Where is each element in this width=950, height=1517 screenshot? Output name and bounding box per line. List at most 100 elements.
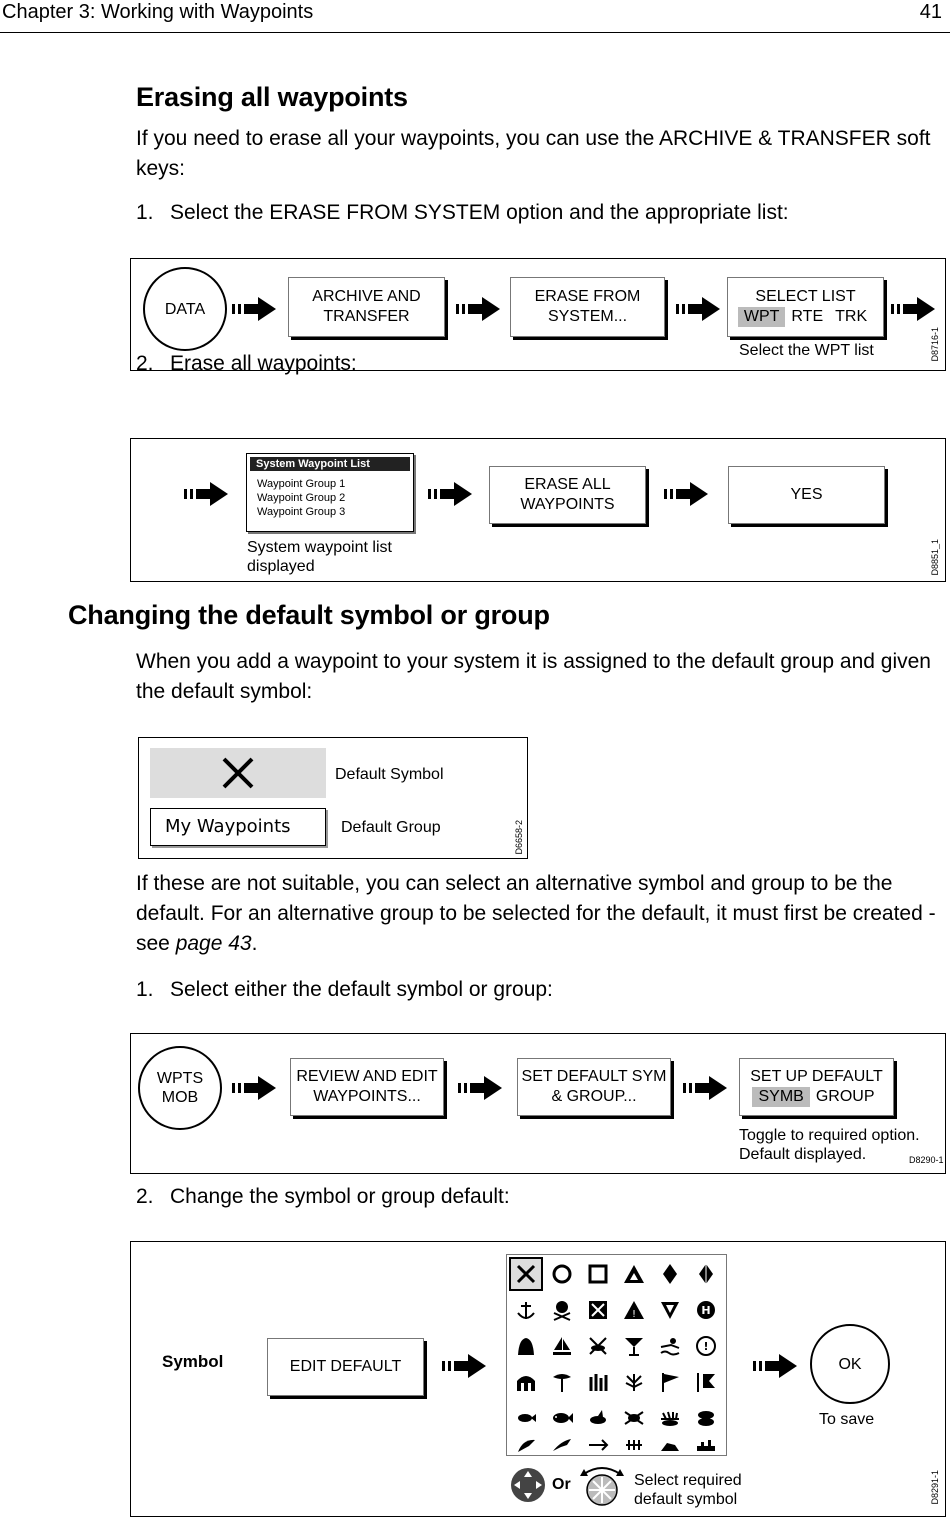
waypoint-symbol-icon[interactable]	[617, 1437, 651, 1453]
step-text: Change the symbol or group default:	[170, 1185, 510, 1208]
figure-erase-all: System Waypoint List Waypoint Group 1 Wa…	[130, 438, 946, 582]
waypoint-symbol-icon[interactable]	[689, 1401, 723, 1435]
page-link[interactable]: page 43	[175, 932, 252, 955]
waypoint-symbol-icon[interactable]	[653, 1293, 687, 1327]
default-group-box: My Waypoints	[150, 808, 326, 846]
waypoint-symbol-icon[interactable]	[545, 1293, 579, 1327]
page-header: Chapter 3: Working with Waypoints 41	[0, 0, 950, 33]
caption-line: System waypoint list	[247, 539, 392, 556]
arrow-icon	[664, 482, 710, 506]
svg-text:H: H	[701, 1304, 710, 1317]
waypoint-symbol-icon[interactable]	[509, 1437, 543, 1453]
list-item[interactable]: Waypoint Group 1	[257, 478, 346, 490]
erase-from-system-softkey[interactable]: ERASE FROM SYSTEM...	[510, 277, 665, 337]
figure-default-symbol-group: My Waypoints Default Symbol Default Grou…	[138, 737, 528, 859]
waypoint-symbol-icon[interactable]	[653, 1437, 687, 1453]
list-item[interactable]: Waypoint Group 3	[257, 506, 346, 518]
svg-text:!: !	[632, 1309, 636, 1320]
yes-softkey[interactable]: YES	[728, 466, 885, 524]
arrow-icon	[676, 297, 722, 321]
waypoint-symbol-icon[interactable]	[653, 1257, 687, 1291]
waypoint-symbol-icon[interactable]: H	[689, 1293, 723, 1327]
edit-default-softkey[interactable]: EDIT DEFAULT	[267, 1338, 424, 1396]
waypoint-symbol-icon[interactable]	[617, 1329, 651, 1363]
softkey-label: SET UP DEFAULT	[750, 1068, 883, 1085]
option-rte[interactable]: RTE	[791, 308, 824, 325]
softkey-label: REVIEW AND EDIT	[296, 1068, 438, 1085]
waypoint-symbol-icon[interactable]	[689, 1365, 723, 1399]
waypoint-symbol-icon[interactable]	[689, 1437, 723, 1453]
waypoint-symbol-icon[interactable]	[545, 1437, 579, 1453]
list-options: WPT RTE TRK	[737, 307, 873, 327]
waypoint-symbol-icon[interactable]	[581, 1257, 615, 1291]
waypoint-symbol-icon[interactable]	[581, 1365, 615, 1399]
waypoint-symbol-icon[interactable]	[509, 1329, 543, 1363]
data-button[interactable]: DATA	[143, 267, 227, 351]
set-up-default-softkey[interactable]: SET UP DEFAULT SYMB GROUP	[739, 1058, 894, 1116]
waypoint-symbol-icon[interactable]: !	[689, 1329, 723, 1363]
option-trk[interactable]: TRK	[835, 308, 868, 325]
waypoint-symbol-icon[interactable]	[545, 1329, 579, 1363]
waypoint-symbol-icon[interactable]	[509, 1293, 543, 1327]
change-paragraph-2: If these are not suitable, you can selec…	[136, 869, 946, 959]
waypoint-symbol-icon[interactable]	[545, 1257, 579, 1291]
waypoint-symbol-icon[interactable]	[617, 1365, 651, 1399]
trackpad-icon[interactable]	[510, 1467, 546, 1503]
softkey-label: EDIT DEFAULT	[289, 1358, 402, 1375]
figure-code: D8716-1	[930, 327, 940, 362]
waypoint-symbol-icon[interactable]	[653, 1401, 687, 1435]
figure-caption: Select the WPT list	[739, 342, 874, 359]
waypoint-symbol-icon[interactable]	[581, 1437, 615, 1453]
system-waypoint-list: System Waypoint List Waypoint Group 1 Wa…	[246, 453, 414, 532]
arrow-icon	[428, 482, 474, 506]
waypoint-symbol-icon[interactable]	[545, 1365, 579, 1399]
option-group[interactable]: GROUP	[815, 1088, 875, 1105]
waypoint-symbol-icon[interactable]	[653, 1365, 687, 1399]
erase-all-waypoints-softkey[interactable]: ERASE ALL WAYPOINTS	[489, 466, 646, 524]
waypoint-symbol-icon[interactable]	[617, 1257, 651, 1291]
caption-line: Toggle to required option.	[739, 1127, 920, 1144]
set-default-sym-softkey[interactable]: SET DEFAULT SYM & GROUP...	[517, 1058, 671, 1116]
list-item[interactable]: Waypoint Group 2	[257, 492, 346, 504]
waypoint-symbol-icon[interactable]	[581, 1329, 615, 1363]
key-label: MOB	[161, 1089, 199, 1106]
arrow-icon	[232, 297, 278, 321]
arrow-icon	[232, 1076, 278, 1100]
softkey-label: & GROUP...	[551, 1088, 637, 1105]
change-intro: When you add a waypoint to your system i…	[136, 650, 931, 703]
waypoint-symbol-icon[interactable]: !	[617, 1293, 651, 1327]
option-symb[interactable]: SYMB	[752, 1087, 810, 1107]
waypoint-symbol-icon[interactable]	[509, 1257, 543, 1291]
waypoint-symbol-icon[interactable]	[689, 1257, 723, 1291]
arrow-icon	[753, 1354, 799, 1378]
step-number: 2.	[136, 1185, 154, 1208]
waypoint-symbol-icon[interactable]	[509, 1401, 543, 1435]
waypoint-symbol-icon[interactable]	[653, 1329, 687, 1363]
figure-caption: Toggle to required option. Default displ…	[739, 1126, 920, 1164]
figure-set-default: WPTS MOB REVIEW AND EDIT WAYPOINTS... SE…	[130, 1033, 946, 1174]
waypoint-symbol-icon[interactable]	[509, 1365, 543, 1399]
wpts-mob-button[interactable]: WPTS MOB	[138, 1046, 222, 1130]
erase-intro: If you need to erase all your waypoints,…	[136, 127, 931, 180]
waypoint-symbol-icon[interactable]	[545, 1401, 579, 1435]
waypoint-symbol-icon[interactable]	[581, 1293, 615, 1327]
arrow-icon	[458, 1076, 504, 1100]
archive-transfer-softkey[interactable]: ARCHIVE AND TRANSFER	[288, 277, 445, 337]
rotary-knob-icon[interactable]	[578, 1464, 626, 1508]
option-wpt[interactable]: WPT	[737, 307, 786, 327]
change-step-2: 2. Change the symbol or group default:	[136, 1185, 510, 1209]
review-edit-softkey[interactable]: REVIEW AND EDIT WAYPOINTS...	[290, 1058, 444, 1116]
figure-code: D8291-1	[930, 1470, 940, 1505]
step-text: Select the ERASE FROM SYSTEM option and …	[170, 201, 789, 224]
ok-button[interactable]: OK	[810, 1324, 890, 1404]
softkey-label: YES	[790, 486, 823, 503]
group-name: My Waypoints	[165, 816, 291, 837]
select-symbol-caption: Select required default symbol	[634, 1471, 742, 1509]
waypoint-symbol-icon[interactable]	[581, 1401, 615, 1435]
section-title-change: Changing the default symbol or group	[68, 600, 550, 630]
waypoint-symbol-icon[interactable]	[617, 1401, 651, 1435]
ok-label: OK	[838, 1355, 862, 1373]
figure-archive-transfer: DATA ARCHIVE AND TRANSFER ERASE FROM SYS…	[130, 258, 946, 371]
figure-code: D8290-1	[909, 1155, 944, 1165]
